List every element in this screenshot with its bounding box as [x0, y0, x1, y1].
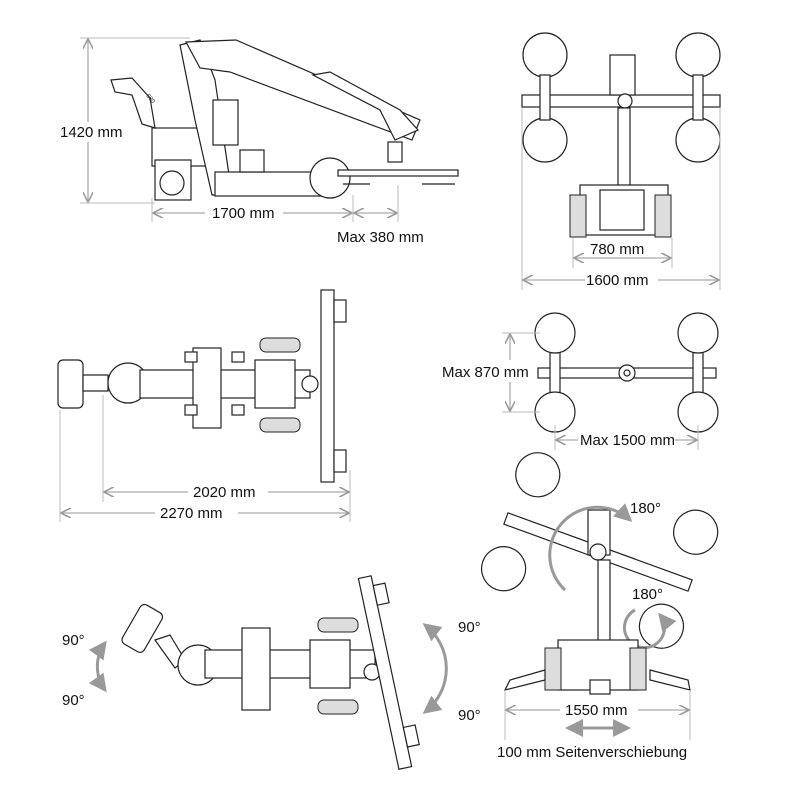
tilt-left-bottom-label: 90° — [62, 692, 85, 709]
logo-text: 580 — [144, 93, 155, 105]
rotation-bottom-label: 180° — [632, 586, 663, 603]
side-machine-drawing: 580 — [110, 39, 459, 201]
tilt-right-top-label: 90° — [458, 619, 481, 636]
side-view: 580 1420 mm 1700 mm Max 380 mm — [60, 37, 459, 246]
length-inner-label: 2020 mm — [193, 484, 256, 501]
rotation-view: 180° 180° 1550 mm 100 mm Seitenverschieb… — [480, 452, 719, 761]
side-shift-label: 100 mm Seitenverschiebung — [497, 744, 687, 761]
height-label: 1420 mm — [60, 124, 123, 141]
frame-width-label: Max 1500 mm — [580, 432, 675, 449]
outer-width-label: 1600 mm — [586, 272, 649, 289]
plan-view: 2020 mm 2270 mm — [57, 289, 351, 522]
frame-view: Max 870 mm Max 1500 mm — [442, 312, 719, 450]
rotation-top-label: 180° — [630, 500, 661, 517]
front-view: 780 mm 1600 mm — [521, 32, 721, 290]
tilt-view: 90° 90° 90° 90° — [62, 575, 481, 770]
length-label: 1700 mm — [212, 205, 275, 222]
inner-width-label: 780 mm — [590, 241, 644, 258]
base-width-label: 1550 mm — [565, 702, 628, 719]
extension-label: Max 380 mm — [337, 229, 424, 246]
tilt-left-top-label: 90° — [62, 632, 85, 649]
length-total-label: 2270 mm — [160, 505, 223, 522]
frame-height-label: Max 870 mm — [442, 364, 529, 381]
tilt-right-bottom-label: 90° — [458, 707, 481, 724]
